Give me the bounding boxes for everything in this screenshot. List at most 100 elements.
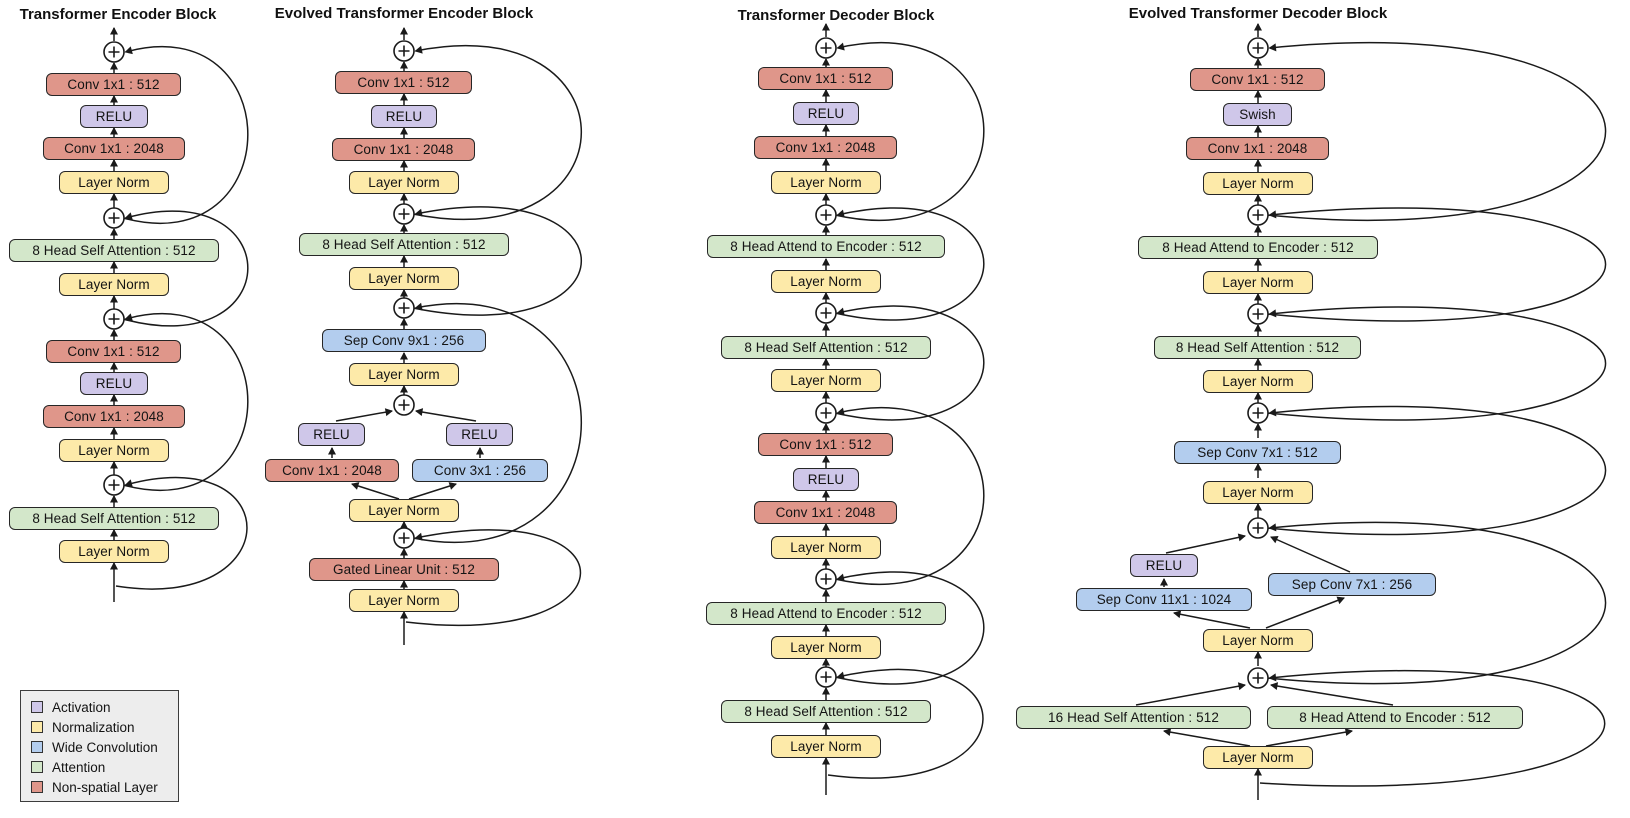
residual-skip-arc	[412, 302, 583, 544]
residual-skip-arc	[834, 207, 985, 321]
node-relu-left-branch: RELU	[298, 423, 365, 446]
residual-skip-arc	[834, 571, 985, 685]
node-8-head-attend-to-encoder: 8 Head Attend to Encoder : 512	[1267, 706, 1523, 729]
node-layer-norm: Layer Norm	[1203, 172, 1313, 195]
column-title-evolved-transformer-encoder: Evolved Transformer Encoder Block	[274, 5, 534, 22]
node-relu-right-branch: RELU	[446, 423, 513, 446]
node-8-head-attend-to-encoder: 8 Head Attend to Encoder : 512	[707, 235, 945, 258]
add-junction-icon	[103, 41, 125, 63]
legend-swatch-attention-icon	[31, 761, 43, 773]
residual-skip-arc	[405, 529, 582, 627]
node-layer-norm: Layer Norm	[59, 439, 169, 462]
branch-arrow	[351, 482, 400, 500]
node-8-head-self-attention: 8 Head Self Attention : 512	[9, 239, 219, 262]
node-conv-1x1-2048: Conv 1x1 : 2048	[332, 138, 475, 161]
residual-skip-arc	[122, 312, 249, 492]
residual-skip-arc	[122, 210, 249, 327]
legend-item-wide-convolution: Wide Convolution	[31, 737, 178, 757]
node-relu: RELU	[80, 372, 148, 395]
residual-skip-arc	[1259, 669, 1606, 787]
node-layer-norm: Layer Norm	[349, 171, 459, 194]
node-conv-1x1-512: Conv 1x1 : 512	[758, 67, 893, 90]
node-layer-norm: Layer Norm	[349, 499, 459, 522]
legend-label: Attention	[52, 759, 106, 775]
node-layer-norm: Layer Norm	[771, 171, 881, 194]
add-junction-icon	[103, 474, 125, 496]
node-layer-norm: Layer Norm	[349, 589, 459, 612]
residual-skip-arc	[827, 668, 984, 779]
node-layer-norm: Layer Norm	[59, 171, 169, 194]
branch-arrow	[1173, 610, 1251, 629]
legend-swatch-wide-convolution-icon	[31, 741, 43, 753]
node-sep-conv-11x1-1024-left-branch: Sep Conv 11x1 : 1024	[1076, 588, 1252, 611]
node-conv-1x1-512: Conv 1x1 : 512	[1190, 68, 1325, 91]
node-8-head-attend-to-encoder: 8 Head Attend to Encoder : 512	[706, 602, 946, 625]
branch-arrow	[1265, 728, 1353, 747]
node-layer-norm: Layer Norm	[349, 267, 459, 290]
node-layer-norm: Layer Norm	[1203, 370, 1313, 393]
node-relu: RELU	[80, 105, 148, 128]
add-junction-icon	[815, 666, 837, 688]
node-layer-norm: Layer Norm	[1203, 629, 1313, 652]
node-layer-norm: Layer Norm	[59, 540, 169, 563]
node-layer-norm: Layer Norm	[1203, 746, 1313, 769]
residual-skip-arc	[115, 476, 248, 590]
add-junction-icon	[815, 37, 837, 59]
legend-swatch-non-spatial-icon	[31, 781, 43, 793]
node-swish: Swish	[1223, 103, 1292, 126]
branch-arrow	[1270, 535, 1351, 573]
node-relu-left-branch: RELU	[1130, 554, 1198, 577]
node-layer-norm: Layer Norm	[349, 363, 459, 386]
add-junction-icon	[1247, 204, 1269, 226]
node-conv-1x1-512: Conv 1x1 : 512	[46, 340, 181, 363]
node-layer-norm: Layer Norm	[1203, 481, 1313, 504]
node-conv-3x1-right-branch: Conv 3x1 : 256	[412, 459, 548, 482]
branch-arrow	[1163, 728, 1251, 747]
node-relu: RELU	[371, 105, 437, 128]
node-relu: RELU	[793, 468, 859, 491]
add-junction-icon	[1247, 37, 1269, 59]
branch-arrow	[408, 482, 457, 500]
add-junction-icon	[393, 394, 415, 416]
column-title-transformer-decoder: Transformer Decoder Block	[737, 7, 935, 24]
add-junction-icon	[815, 402, 837, 424]
residual-skip-arc	[834, 406, 985, 586]
node-sep-conv-7x1-256-right-branch: Sep Conv 7x1 : 256	[1268, 573, 1436, 596]
node-conv-1x1-512: Conv 1x1 : 512	[46, 73, 181, 96]
legend-swatch-normalization-icon	[31, 721, 43, 733]
residual-skip-arc	[834, 41, 985, 222]
node-8-head-self-attention: 8 Head Self Attention : 512	[1154, 336, 1361, 359]
add-junction-icon	[815, 204, 837, 226]
legend-item-normalization: Normalization	[31, 717, 178, 737]
node-8-head-self-attention: 8 Head Self Attention : 512	[9, 507, 219, 530]
add-junction-icon	[393, 203, 415, 225]
residual-skip-arc	[1266, 306, 1607, 421]
branch-arrow	[335, 408, 393, 422]
node-conv-1x1-2048: Conv 1x1 : 2048	[754, 136, 897, 159]
node-layer-norm: Layer Norm	[771, 636, 881, 659]
add-junction-icon	[103, 308, 125, 330]
node-conv-1x1-512: Conv 1x1 : 512	[758, 433, 893, 456]
node-layer-norm: Layer Norm	[771, 270, 881, 293]
legend-label: Wide Convolution	[52, 739, 158, 755]
node-conv-1x1-2048: Conv 1x1 : 2048	[754, 501, 897, 524]
branch-arrow	[1270, 682, 1394, 706]
add-junction-icon	[1247, 303, 1269, 325]
add-junction-icon	[815, 568, 837, 590]
residual-skip-arc	[834, 305, 985, 421]
branch-arrow	[1165, 533, 1246, 554]
add-junction-icon	[393, 297, 415, 319]
node-conv-1x1-2048-left-branch: Conv 1x1 : 2048	[265, 459, 399, 482]
add-junction-icon	[1247, 402, 1269, 424]
node-gated-linear-unit: Gated Linear Unit : 512	[309, 558, 499, 581]
add-junction-icon	[103, 207, 125, 229]
legend-label: Activation	[52, 699, 111, 715]
node-layer-norm: Layer Norm	[771, 735, 881, 758]
add-junction-icon	[393, 40, 415, 62]
node-layer-norm: Layer Norm	[1203, 271, 1313, 294]
node-conv-1x1-512: Conv 1x1 : 512	[335, 71, 472, 94]
residual-skip-arc	[412, 44, 582, 221]
column-title-transformer-encoder: Transformer Encoder Block	[19, 6, 217, 23]
legend-item-activation: Activation	[31, 697, 178, 717]
